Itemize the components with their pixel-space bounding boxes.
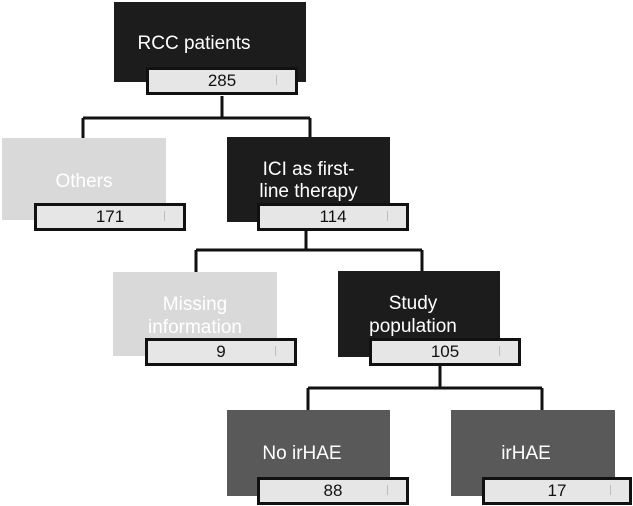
connector-rcc-split: [81, 96, 312, 138]
missing-information-label-line2: information: [148, 317, 242, 338]
missing-information-count: 9: [145, 338, 297, 366]
study-population-count: 105: [369, 338, 521, 366]
missing-information-label-line1: Missing: [162, 294, 228, 315]
others-label: Others: [55, 171, 113, 192]
connector-ici-split: [194, 226, 424, 272]
ici-first-line-label-line1: ICI as first-: [262, 159, 355, 180]
rcc-patients-label: RCC patients: [137, 33, 251, 54]
no-irhae-count: 88: [257, 477, 409, 505]
connector-study-split: [306, 366, 544, 410]
irhae-count: 17: [482, 477, 632, 505]
no-irhae-label: No irHAE: [262, 443, 342, 464]
others-count: 171: [34, 203, 186, 231]
rcc-patients-count: 285: [146, 67, 298, 95]
study-population-label-line1: Study: [388, 293, 438, 314]
irhae-label: irHAE: [501, 443, 551, 464]
ici-first-line-label-line2: line therapy: [259, 181, 358, 202]
ici-first-line-count: 114: [257, 203, 409, 231]
study-population-label-line2: population: [369, 316, 457, 337]
